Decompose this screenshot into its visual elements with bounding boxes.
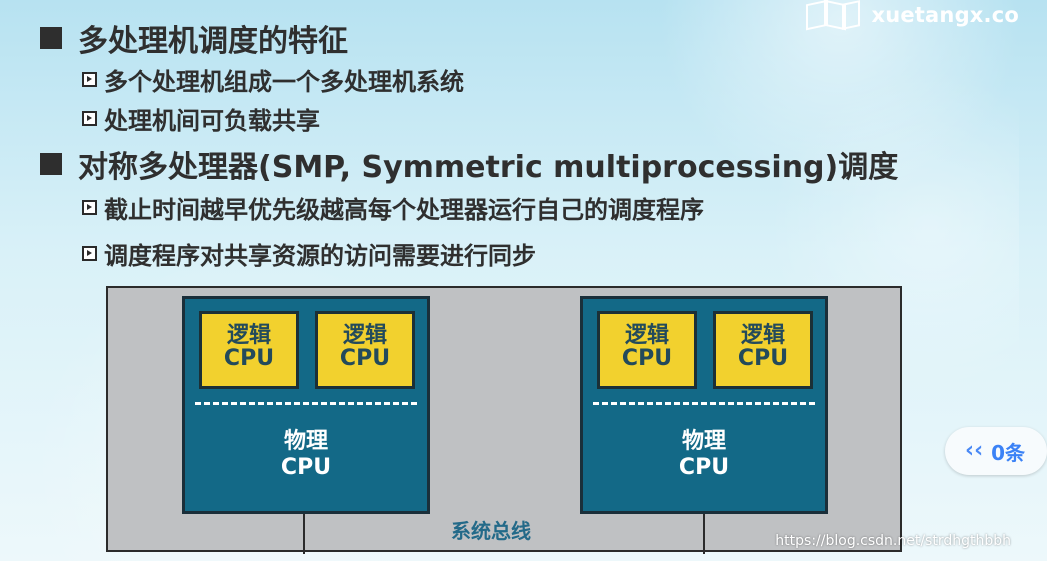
- logical-cpu-label-line1: 逻辑: [342, 323, 387, 348]
- logical-cpu-label-line1: 逻辑: [740, 323, 785, 348]
- play-square-bullet-icon: [82, 72, 97, 87]
- physical-cpu-label-right: 物理 CPU: [583, 429, 825, 482]
- physical-cpu-block-left: 逻辑 CPU 逻辑 CPU 物理 CPU: [182, 296, 430, 514]
- logical-cpu-right-1: 逻辑 CPU: [597, 311, 697, 389]
- subpoint-text: 截止时间越早优先级越高每个处理器运行自己的调度程序: [104, 196, 704, 224]
- logical-cpu-label-line2: CPU: [223, 346, 275, 372]
- play-square-bullet-icon: [82, 111, 97, 126]
- physical-cpu-label-left: 物理 CPU: [185, 429, 427, 482]
- logical-cpu-label-line2: CPU: [621, 346, 673, 372]
- csdn-watermark: https://blog.csdn.net/strdhgthbbh: [775, 533, 1011, 549]
- logo-text: xuetangx.co: [871, 3, 1019, 27]
- logical-cpu-label-line2: CPU: [737, 346, 789, 372]
- logical-cpu-right-2: 逻辑 CPU: [713, 311, 813, 389]
- physical-cpu-label-line1: 物理: [283, 429, 328, 454]
- square-bullet-icon: [40, 27, 62, 49]
- subpoint-text: 多个处理机组成一个多处理机系统: [104, 68, 464, 96]
- system-bus-label: 系统总线: [451, 519, 531, 543]
- logical-cpu-label-line2: CPU: [339, 346, 391, 372]
- heading-text: 对称多处理器(SMP, Symmetric multiprocessing)调度: [78, 150, 899, 185]
- comment-count-label: 0条: [991, 440, 1026, 465]
- bus-connector-right: [703, 514, 705, 554]
- subpoint-text: 处理机间可负载共享: [104, 107, 320, 135]
- logical-cpu-label-line1: 逻辑: [226, 323, 271, 348]
- subpoint-shared-resource-sync: 调度程序对共享资源的访问需要进行同步: [82, 236, 536, 271]
- subpoint-multiple-processors: 多个处理机组成一个多处理机系统: [82, 62, 464, 97]
- physical-cpu-label-line2: CPU: [280, 455, 332, 481]
- play-square-bullet-icon: [82, 200, 97, 215]
- logical-cpu-left-2: 逻辑 CPU: [315, 311, 415, 389]
- heading-scheduling-features: 多处理机调度的特征: [40, 16, 348, 60]
- logo-mark-icon: [804, 0, 861, 31]
- comment-count-button[interactable]: ‹‹ 0条: [945, 427, 1047, 475]
- double-chevron-left-icon: ‹‹: [965, 438, 984, 463]
- square-bullet-icon: [40, 153, 62, 175]
- play-square-bullet-icon: [82, 246, 97, 261]
- subpoint-load-sharing: 处理机间可负载共享: [82, 101, 320, 136]
- logical-cpu-left-1: 逻辑 CPU: [199, 311, 299, 389]
- heading-text: 多处理机调度的特征: [78, 24, 348, 59]
- subpoint-deadline-priority: 截止时间越早优先级越高每个处理器运行自己的调度程序: [82, 190, 704, 225]
- smp-diagram: 逻辑 CPU 逻辑 CPU 物理 CPU 逻辑 CPU 逻辑 CPU 物理 CP…: [106, 286, 902, 554]
- logical-cpu-label-line1: 逻辑: [624, 323, 669, 348]
- xuetangx-logo: xuetangx.co: [804, 0, 1019, 31]
- subpoint-text: 调度程序对共享资源的访问需要进行同步: [104, 242, 536, 270]
- dashed-separator: [195, 402, 417, 405]
- bus-connector-left: [303, 514, 305, 554]
- dashed-separator: [593, 402, 815, 405]
- physical-cpu-block-right: 逻辑 CPU 逻辑 CPU 物理 CPU: [580, 296, 828, 514]
- heading-smp-scheduling: 对称多处理器(SMP, Symmetric multiprocessing)调度: [40, 142, 898, 186]
- physical-cpu-label-line2: CPU: [678, 455, 730, 481]
- physical-cpu-label-line1: 物理: [681, 429, 726, 454]
